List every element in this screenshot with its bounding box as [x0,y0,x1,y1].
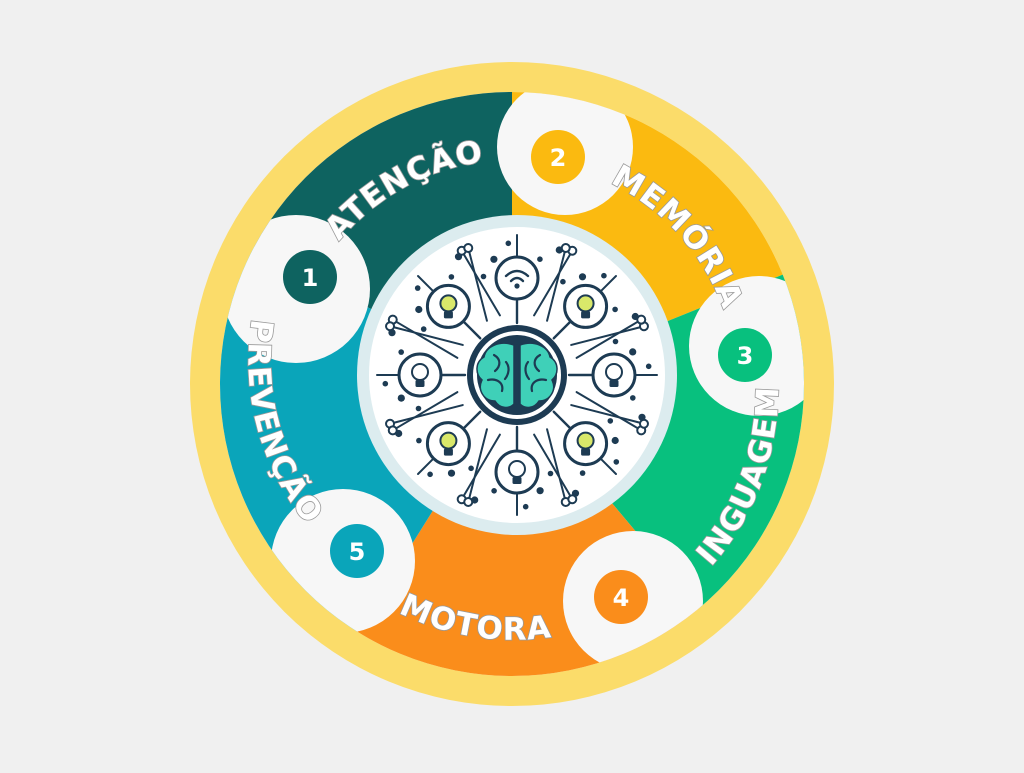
step-badge-5: 5 [330,524,384,578]
svg-text:1: 1 [302,264,319,292]
bulb-icon [425,421,471,467]
bulb-icon [563,421,609,467]
svg-text:3: 3 [737,342,754,370]
step-badge-2: 2 [531,130,585,184]
bulb-icon [591,352,637,398]
svg-text:2: 2 [550,144,567,172]
central-hub [357,215,677,535]
svg-text:4: 4 [613,584,630,612]
step-badge-4: 4 [594,570,648,624]
step-badge-3: 3 [718,328,772,382]
brain-icon [467,325,567,425]
svg-text:5: 5 [349,538,366,566]
circuit-pattern [376,234,658,516]
bulb-icon [397,352,443,398]
bulb-icon [494,449,540,495]
bulb-icon [425,283,471,329]
wifi-icon [494,255,540,301]
step-badge-1: 1 [283,250,337,304]
bulb-icon [563,283,609,329]
